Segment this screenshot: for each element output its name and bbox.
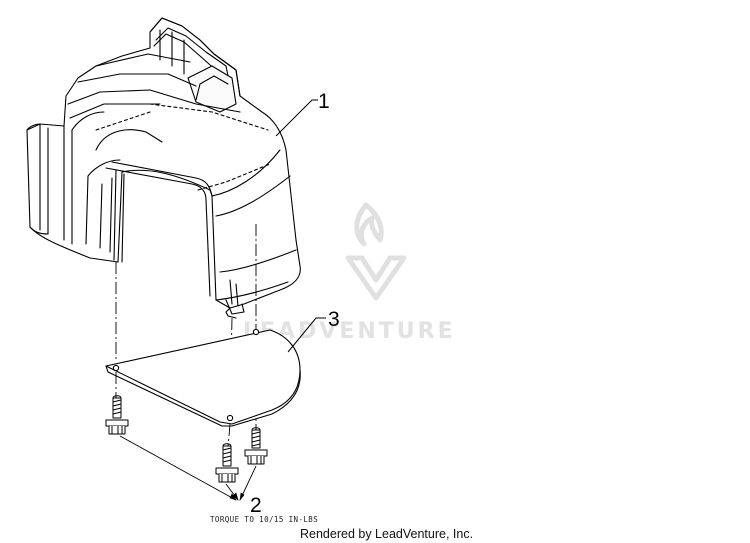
screw-right (244, 427, 268, 465)
plate-part-3 (105, 328, 301, 427)
callout-3: 3 (287, 308, 340, 353)
torque-note: TORQUE TO 10/15 IN-LBS (210, 515, 318, 524)
plate-hole-left (112, 364, 120, 372)
leadventure-watermark: LEADVENTURE (243, 202, 453, 344)
leader-line-1 (275, 99, 318, 137)
callout-1: 1 (275, 90, 330, 137)
screw-left (105, 395, 129, 435)
leadventure-flame-logo-icon (345, 202, 407, 301)
plate-hole-bottom (226, 414, 234, 422)
callout-2: 2 (119, 435, 262, 517)
callout-label-2: 2 (250, 494, 262, 517)
callout-label-1: 1 (318, 90, 330, 113)
leader-line-3 (287, 317, 326, 353)
plate-hole-top (252, 328, 260, 336)
shroud-part-1 (26, 17, 301, 319)
rendered-by-footer: Rendered by LeadVenture, Inc. (300, 527, 473, 541)
screws-part-2 (105, 395, 268, 483)
callout-label-3: 3 (328, 308, 340, 331)
screw-center (215, 443, 239, 483)
